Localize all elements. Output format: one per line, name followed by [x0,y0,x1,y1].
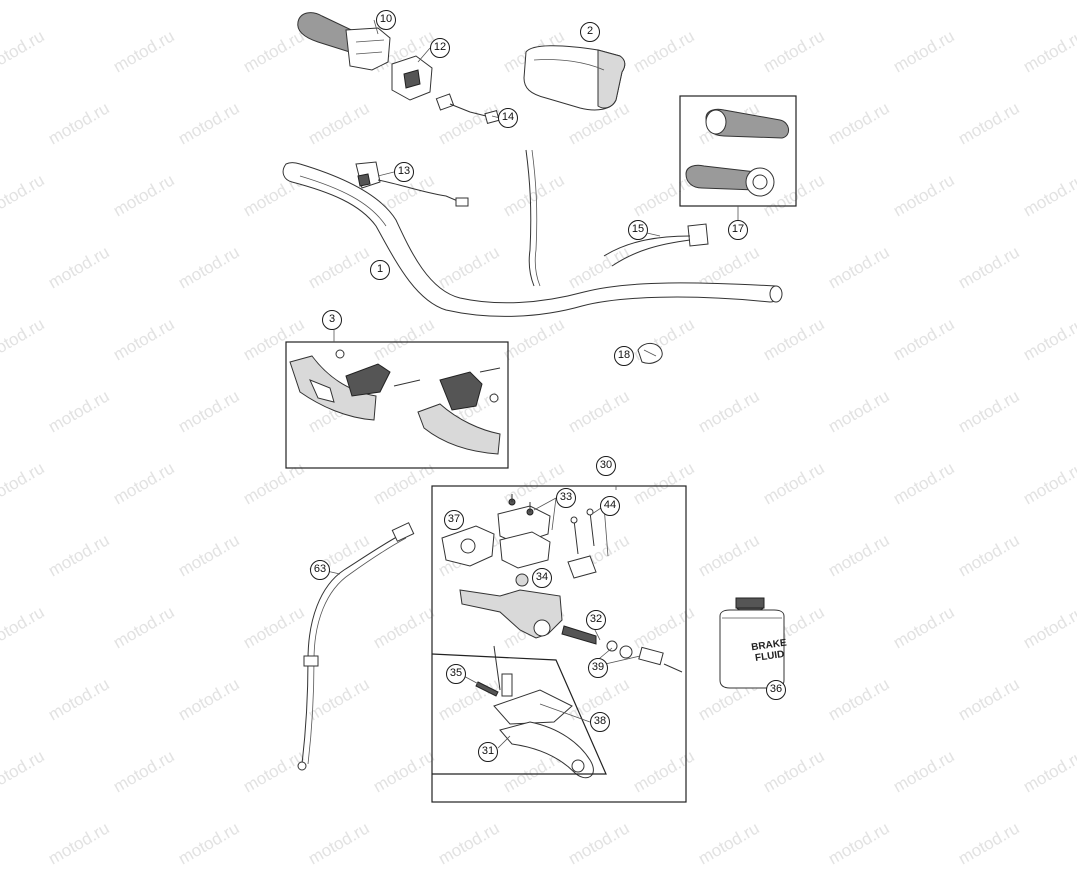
exploded-parts-diagram: motod.ru motod.ru motod.ru motod.ru motod.ru… [0,10,1077,868]
part-10-throttle-grip [297,12,391,71]
callout-17: 17 [728,220,748,240]
callout-31: 31 [478,742,498,762]
part-30-master-cylinder [431,494,683,779]
callout-32: 32 [586,610,606,630]
part-12-throttle-cover [391,55,433,101]
brake-fluid-label: BRAKE FLUID [751,638,788,665]
watermark-text: motod.ru [435,818,503,869]
callout-30: 30 [596,456,616,476]
callout-36: 36 [766,680,786,700]
callout-10: 10 [376,10,396,30]
callout-44: 44 [600,496,620,516]
watermark-text: motod.ru [695,818,763,869]
callout-63: 63 [310,560,330,580]
part-30-master-cylinder-box [431,485,687,803]
callout-37: 37 [444,510,464,530]
watermark-text: motod.ru [305,818,373,869]
part-36-brake-fluid-bottle [719,597,785,689]
part-15-switch [603,223,709,267]
callout-13: 13 [394,162,414,182]
callout-39: 39 [588,658,608,678]
callout-1: 1 [370,260,390,280]
watermark-text: motod.ru [175,818,243,869]
callout-15: 15 [628,220,648,240]
part-17-grips [685,108,789,197]
part-13-kill-switch [355,161,469,207]
watermark-text: motod.ru [955,818,1023,869]
diagram-drawing [282,12,797,803]
throttle-cable [525,149,535,287]
callout-3: 3 [322,310,342,330]
callout-18: 18 [614,346,634,366]
part-18-clip [637,343,663,364]
part-14-cable-adjuster [435,93,500,124]
callout-34: 34 [532,568,552,588]
part-1-handlebar [282,162,783,317]
part-2-handlebar-pad [523,45,626,111]
callout-2: 2 [580,22,600,42]
watermark-text: motod.ru [565,818,633,869]
part-3-handguards [289,349,501,455]
watermark-text: motod.ru [45,818,113,869]
callout-38: 38 [590,712,610,732]
callout-33: 33 [556,488,576,508]
watermark-text: motod.ru [825,818,893,869]
part-63-cable [297,522,415,771]
part-3-handguard-box [285,341,509,469]
callout-14: 14 [498,108,518,128]
callout-12: 12 [430,38,450,58]
callout-35: 35 [446,664,466,684]
